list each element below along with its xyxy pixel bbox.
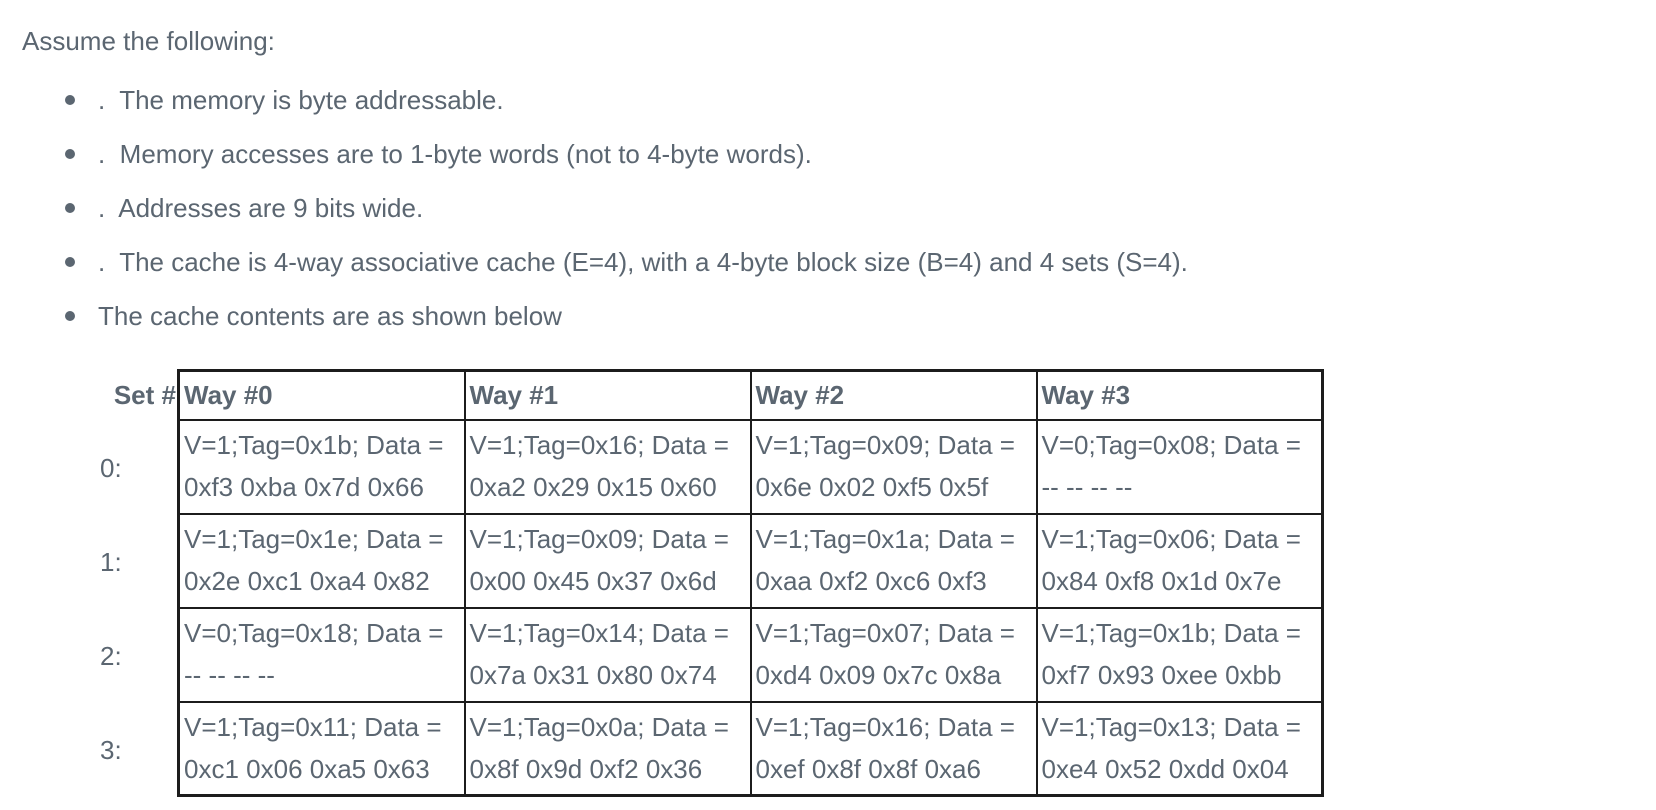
cache-line-meta: V=1;Tag=0x0a; Data = (469, 711, 729, 742)
cache-line-data: 0xf3 0xba 0x7d 0x66 (184, 471, 424, 502)
cache-line-meta: V=1;Tag=0x1e; Data = (184, 523, 444, 554)
set-column-header: Set # (113, 379, 176, 410)
set-row-label: 3: (100, 734, 122, 765)
cache-line-meta: V=1;Tag=0x14; Data = (469, 617, 729, 648)
cache-line-data: 0xa2 0x29 0x15 0x60 (469, 471, 717, 502)
list-item: . The cache is 4-way associative cache (… (65, 235, 1656, 289)
cache-cell: V=0;Tag=0x08; Data = -- -- -- -- (1035, 418, 1324, 515)
set-row-label: 1: (100, 546, 122, 577)
cache-line-meta: V=1;Tag=0x1a; Data = (755, 523, 1015, 554)
cache-line-meta: V=1;Tag=0x06; Data = (1041, 523, 1301, 554)
cache-line-meta: V=1;Tag=0x1b; Data = (184, 429, 444, 460)
cache-line-data: 0xe4 0x52 0xdd 0x04 (1041, 753, 1289, 784)
cache-cell: V=1;Tag=0x1b; Data = 0xf7 0x93 0xee 0xbb (1035, 606, 1324, 703)
cache-line-meta: V=1;Tag=0x11; Data = (184, 711, 442, 742)
cache-cell: V=1;Tag=0x06; Data = 0x84 0xf8 0x1d 0x7e (1035, 512, 1324, 609)
cache-line-data: 0x6e 0x02 0xf5 0x5f (755, 471, 989, 502)
cache-cell: V=1;Tag=0x14; Data = 0x7a 0x31 0x80 0x74 (463, 606, 752, 703)
set-row-label: 2: (100, 640, 122, 671)
table-row: V=1;Tag=0x11; Data = 0xc1 0x06 0xa5 0x63… (177, 700, 1324, 797)
cache-line-data: 0xaa 0xf2 0xc6 0xf3 (755, 565, 987, 596)
cache-line-data: 0xef 0x8f 0x8f 0xa6 (755, 753, 981, 784)
cache-line-meta: V=1;Tag=0x16; Data = (469, 429, 729, 460)
list-item: . The memory is byte addressable. (65, 73, 1656, 127)
cache-line-meta: V=0;Tag=0x08; Data = (1041, 429, 1301, 460)
bullet-icon (65, 311, 75, 321)
way-header: Way #3 (1035, 369, 1324, 421)
cache-cell: V=1;Tag=0x09; Data = 0x00 0x45 0x37 0x6d (463, 512, 752, 609)
cache-cell: V=1;Tag=0x07; Data = 0xd4 0x09 0x7c 0x8a (749, 606, 1038, 703)
cache-line-meta: V=1;Tag=0x13; Data = (1041, 711, 1301, 742)
cache-line-data: 0x7a 0x31 0x80 0x74 (469, 659, 717, 690)
cache-cell: V=1;Tag=0x11; Data = 0xc1 0x06 0xa5 0x63 (177, 700, 466, 797)
table-row: V=0;Tag=0x18; Data = -- -- -- -- V=1;Tag… (177, 606, 1324, 703)
cache-line-data: -- -- -- -- (184, 659, 275, 690)
cache-cell: V=1;Tag=0x1a; Data = 0xaa 0xf2 0xc6 0xf3 (749, 512, 1038, 609)
list-item-text: The cache contents are as shown below (98, 301, 562, 331)
list-item-text: . Addresses are 9 bits wide. (98, 193, 424, 223)
cache-contents-table: Set # 0: 1: 2: 3: Way #0 Way #1 Way #2 W… (97, 369, 1656, 797)
cache-cell: V=1;Tag=0x1e; Data = 0x2e 0xc1 0xa4 0x82 (177, 512, 466, 609)
list-item-text: . The memory is byte addressable. (98, 85, 504, 115)
bullet-icon (65, 203, 75, 213)
cache-line-meta: V=1;Tag=0x07; Data = (755, 617, 1015, 648)
set-row-label: 0: (100, 452, 122, 483)
cache-cell: V=1;Tag=0x16; Data = 0xef 0x8f 0x8f 0xa6 (749, 700, 1038, 797)
bullet-icon (65, 257, 75, 267)
way-header: Way #1 (463, 369, 752, 421)
assumptions-list: . The memory is byte addressable. . Memo… (22, 73, 1656, 343)
table-row: V=1;Tag=0x1e; Data = 0x2e 0xc1 0xa4 0x82… (177, 512, 1324, 609)
cache-line-data: 0x84 0xf8 0x1d 0x7e (1041, 565, 1282, 596)
bullet-icon (65, 149, 75, 159)
cache-line-data: 0xd4 0x09 0x7c 0x8a (755, 659, 1002, 690)
list-item: . Memory accesses are to 1-byte words (n… (65, 127, 1656, 181)
cache-cell: V=0;Tag=0x18; Data = -- -- -- -- (177, 606, 466, 703)
list-item: The cache contents are as shown below (65, 289, 1656, 343)
cache-cell: V=1;Tag=0x0a; Data = 0x8f 0x9d 0xf2 0x36 (463, 700, 752, 797)
cache-line-data: 0x2e 0xc1 0xa4 0x82 (184, 565, 430, 596)
cache-line-data: -- -- -- -- (1041, 471, 1133, 502)
cache-ways-table: Way #0 Way #1 Way #2 Way #3 V=1;Tag=0x1b… (177, 369, 1324, 797)
list-item: . Addresses are 9 bits wide. (65, 181, 1656, 235)
table-row: V=1;Tag=0x1b; Data = 0xf3 0xba 0x7d 0x66… (177, 418, 1324, 515)
cache-line-meta: V=1;Tag=0x16; Data = (755, 711, 1015, 742)
way-header: Way #0 (177, 369, 466, 421)
intro-text: Assume the following: (22, 26, 275, 56)
list-item-text: . Memory accesses are to 1-byte words (n… (98, 139, 812, 169)
cache-line-meta: V=1;Tag=0x09; Data = (469, 523, 729, 554)
cache-line-meta: V=1;Tag=0x09; Data = (755, 429, 1015, 460)
way-header: Way #2 (749, 369, 1038, 421)
list-item-text: . The cache is 4-way associative cache (… (98, 247, 1188, 277)
cache-line-meta: V=1;Tag=0x1b; Data = (1041, 617, 1301, 648)
cache-line-data: 0xf7 0x93 0xee 0xbb (1041, 659, 1282, 690)
cache-cell: V=1;Tag=0x09; Data = 0x6e 0x02 0xf5 0x5f (749, 418, 1038, 515)
cache-cell: V=1;Tag=0x1b; Data = 0xf3 0xba 0x7d 0x66 (177, 418, 466, 515)
cache-line-meta: V=0;Tag=0x18; Data = (184, 617, 444, 648)
bullet-icon (65, 95, 75, 105)
cache-cell: V=1;Tag=0x13; Data = 0xe4 0x52 0xdd 0x04 (1035, 700, 1324, 797)
cache-line-data: 0xc1 0x06 0xa5 0x63 (184, 753, 430, 784)
cache-line-data: 0x00 0x45 0x37 0x6d (469, 565, 717, 596)
cache-line-data: 0x8f 0x9d 0xf2 0x36 (469, 753, 703, 784)
set-number-column: Set # 0: 1: 2: 3: (97, 369, 177, 797)
table-header-row: Way #0 Way #1 Way #2 Way #3 (177, 369, 1324, 421)
cache-cell: V=1;Tag=0x16; Data = 0xa2 0x29 0x15 0x60 (463, 418, 752, 515)
